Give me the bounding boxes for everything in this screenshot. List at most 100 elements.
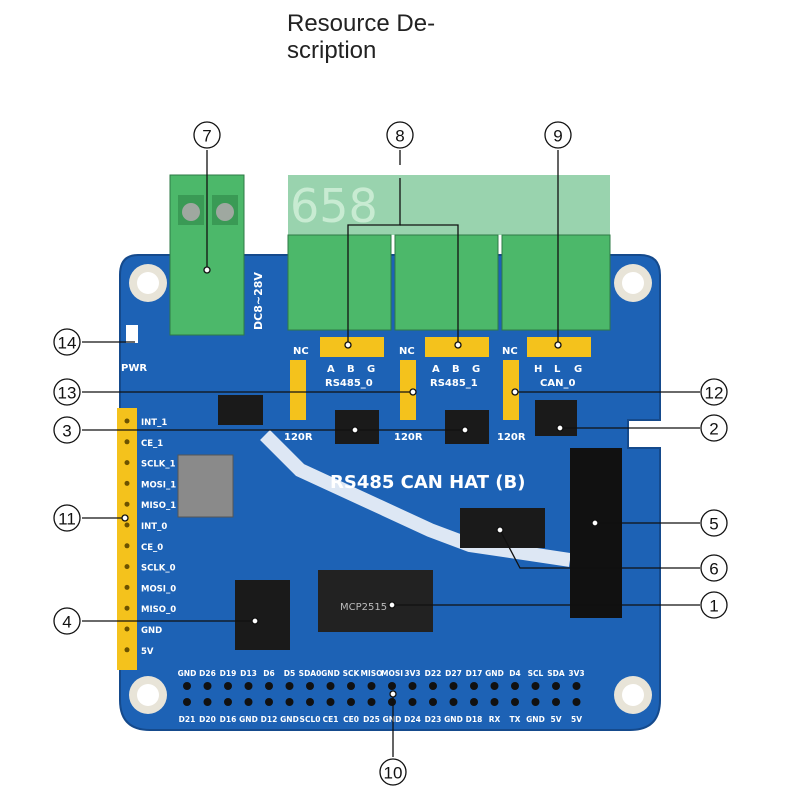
gpio-pin <box>552 682 560 690</box>
gpio-pin <box>367 682 376 690</box>
gpio-top-label: MOSI <box>381 669 403 678</box>
side-pin <box>124 501 130 507</box>
power-input-label: DC8~28V <box>252 272 265 330</box>
gpio-pin <box>326 682 335 690</box>
gpio-top-label: SCK <box>343 669 361 678</box>
callout-numbers: 7 8 9 14 13 3 11 4 12 2 5 6 1 10 <box>58 127 724 783</box>
callout-7: 7 <box>202 127 211 146</box>
callout-circle-11 <box>53 504 81 532</box>
terminal-watermark: 658 <box>290 179 378 233</box>
callout-circle-1 <box>700 591 728 619</box>
side-pin-label: 5V <box>141 647 154 657</box>
can-0-label: CAN_0 <box>540 378 575 389</box>
side-pin <box>124 480 130 486</box>
gpio-bottom-label: D16 <box>220 715 237 724</box>
callout-5: 5 <box>709 515 718 534</box>
gpio-pin <box>367 698 376 706</box>
gpio-bottom-label: D20 <box>199 715 216 724</box>
gpio-pin <box>531 698 540 706</box>
gpio-pin <box>552 698 560 706</box>
callout-circle-9 <box>544 121 572 149</box>
callout-lines <box>82 150 700 757</box>
side-pin-label: INT_0 <box>141 522 167 532</box>
gpio-top-label: SDA0 <box>299 669 322 678</box>
callout-8: 8 <box>395 127 404 146</box>
gpio-bottom-label: CE0 <box>343 715 359 724</box>
rs485-1-label: RS485_1 <box>430 378 478 389</box>
gpio-top-label: D27 <box>445 669 462 678</box>
gpio-pin <box>306 682 314 690</box>
side-pin-label: MISO_0 <box>141 605 176 615</box>
can-controller-chip <box>318 570 433 632</box>
callout-1: 1 <box>709 597 718 616</box>
pin-a-rs485-1: A <box>432 364 440 375</box>
callout-3: 3 <box>62 422 71 441</box>
gpio-pin <box>244 682 253 690</box>
gpio-bottom-label: D25 <box>363 715 380 724</box>
can-controller-chip-text: MCP2515 <box>340 602 387 613</box>
side-header-chip <box>235 580 290 650</box>
side-pin-label: MISO_1 <box>141 501 176 511</box>
gpio-pin <box>224 698 232 706</box>
gpio-pin <box>183 682 191 690</box>
callout-14: 14 <box>58 334 77 353</box>
nc-label-1: NC <box>293 346 309 357</box>
gpio-bottom-label: D23 <box>425 715 442 724</box>
callout-6: 6 <box>709 560 718 579</box>
board-name: RS485 CAN HAT (B) <box>330 472 525 493</box>
gpio-bottom-label: 5V <box>571 715 582 724</box>
gpio-top-label: D19 <box>220 669 237 678</box>
callout-circle-2 <box>700 414 728 442</box>
callout-circle-7 <box>193 121 221 149</box>
gpio-top-label: SCL <box>528 669 544 678</box>
pwr-led <box>126 325 138 343</box>
pin-b-rs485-1: B <box>452 364 460 375</box>
gpio-bottom-label: GND <box>280 715 299 724</box>
gpio-bottom-label: D21 <box>179 715 196 724</box>
gpio-bottom-label: GND <box>526 715 545 724</box>
gpio-bottom-label: RX <box>489 715 501 724</box>
gpio-pin <box>408 698 417 706</box>
side-pin-label: MOSI_0 <box>141 584 176 594</box>
callout-4: 4 <box>62 613 71 632</box>
gpio-pin <box>490 698 499 706</box>
callout-circle-10 <box>379 758 407 786</box>
power-inductor <box>177 454 234 518</box>
side-pin <box>124 647 130 653</box>
callout-circle-8 <box>386 121 414 149</box>
r120-label-3: 120R <box>497 432 526 443</box>
pin-a-rs485-0: A <box>327 364 335 375</box>
gpio-bottom-label: GND <box>383 715 402 724</box>
gpio-pin <box>203 682 212 690</box>
callout-circle-13 <box>53 378 81 406</box>
gpio-pin <box>408 682 417 690</box>
gpio-header <box>183 682 581 706</box>
r120-label-2: 120R <box>394 432 423 443</box>
callout-10: 10 <box>384 764 403 783</box>
terminal-blocks <box>287 175 611 331</box>
callout-9: 9 <box>553 127 562 146</box>
pin-h-can-0: H <box>534 364 542 375</box>
gpio-top-label: 3V3 <box>568 669 584 678</box>
gpio-top-label: MISO <box>360 669 382 678</box>
gpio-pin <box>531 682 540 690</box>
gpio-pin <box>449 698 458 706</box>
gpio-pin <box>347 682 355 690</box>
nc-label-2: NC <box>399 346 415 357</box>
side-pin <box>124 605 130 611</box>
gpio-bottom-label: GND <box>239 715 258 724</box>
title-line-1: Resource De- <box>287 10 436 37</box>
pin-g-rs485-1: G <box>472 364 480 375</box>
pin-b-rs485-0: B <box>347 364 355 375</box>
gpio-top-label: D4 <box>509 669 520 678</box>
gpio-bottom-label: D24 <box>404 715 421 724</box>
gpio-pin <box>265 698 273 706</box>
callout-circle-14 <box>53 328 81 356</box>
gpio-bottom-label: SCL0 <box>300 715 321 724</box>
callout-circle-12 <box>700 378 728 406</box>
pin-l-can-0: L <box>554 364 561 375</box>
gpio-pin <box>572 698 581 706</box>
nc-label-3: NC <box>502 346 518 357</box>
